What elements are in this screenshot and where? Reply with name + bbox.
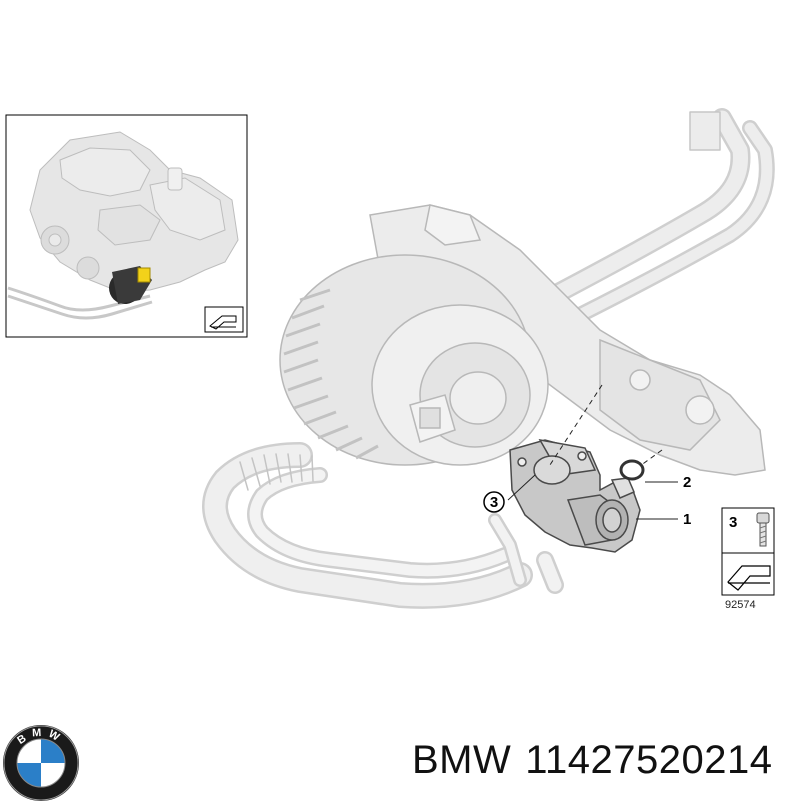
callout-part-2: 2 — [683, 474, 691, 491]
engine-overview-inset — [5, 114, 248, 338]
navigation-arrow-icon — [727, 565, 771, 591]
callout-leader-lines — [507, 474, 678, 520]
brand-name: BMW — [412, 738, 512, 782]
assembly-guide-lines — [547, 384, 663, 469]
o-ring-illustration — [619, 459, 645, 481]
callout-part-3-badge: 3 — [483, 491, 505, 513]
callout-part-3: 3 — [490, 494, 498, 511]
engine-block-illustration — [29, 131, 239, 293]
callout-part-1: 1 — [683, 511, 691, 528]
thermostat-housing-illustration — [509, 438, 641, 553]
navigation-arrow-icon — [204, 306, 244, 333]
legend-item-number: 3 — [729, 514, 737, 531]
reference-number: 92574 — [725, 599, 756, 611]
highlighted-alternator-assembly — [109, 266, 152, 304]
coolant-hoses-illustration — [7, 286, 153, 320]
coolant-pipe-illustration — [202, 108, 775, 609]
bmw-logo: BMW — [2, 724, 80, 802]
screw-legend-box: 3 92574 — [721, 507, 775, 611]
screw-icon — [756, 512, 770, 547]
alternator-illustration — [279, 204, 766, 476]
part-identifier: BMW 11427520214 — [412, 738, 787, 783]
part-number: 11427520214 — [525, 738, 773, 782]
